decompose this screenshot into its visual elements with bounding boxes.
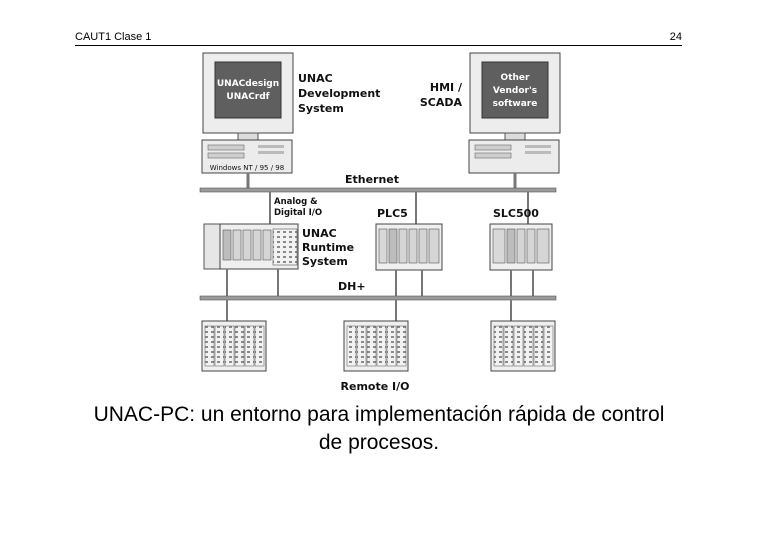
plc5-label: PLC5 <box>377 207 408 220</box>
hmi-label-line2: SCADA <box>420 96 463 109</box>
development-pc: UNACdesign UNACrdf Windows NT / 95 / 98 … <box>201 52 380 174</box>
screen-left-line1: UNACdesign <box>217 79 279 89</box>
plc5-rack: PLC5 <box>375 207 443 271</box>
analog-label-line1: Analog & <box>274 197 318 207</box>
header-rule <box>75 45 682 46</box>
ethernet-label: Ethernet <box>345 173 399 186</box>
ethernet-bus: Ethernet <box>199 173 557 224</box>
remote-io-rack-3 <box>490 320 556 372</box>
os-label: Windows NT / 95 / 98 <box>210 164 284 172</box>
dev-label-line2: Development <box>298 87 380 100</box>
caption-line-2: de procesos. <box>318 431 440 454</box>
hmi-label-line1: HMI / <box>430 81 463 94</box>
slc500-label: SLC500 <box>493 207 539 220</box>
screen-left-line2: UNACrdf <box>226 92 269 102</box>
runtime-rack: UNAC Runtime System <box>203 223 354 270</box>
slc500-rack: SLC500 <box>489 207 553 271</box>
runtime-label-line2: Runtime <box>302 241 354 254</box>
screen-right-line3: software <box>493 99 538 109</box>
remote-io-rack-1 <box>201 320 267 372</box>
runtime-label-line1: UNAC <box>302 227 337 240</box>
screen-right-line2: Vendor's <box>493 86 537 96</box>
dhplus-bus: DH+ <box>199 269 557 321</box>
network-diagram: UNACdesign UNACrdf Windows NT / 95 / 98 … <box>199 52 561 393</box>
remote-io-label: Remote I/O <box>341 380 410 393</box>
screen-right <box>481 61 549 119</box>
header-title: CAUT1 Clase 1 <box>75 31 152 43</box>
dhplus-label: DH+ <box>338 280 366 293</box>
caption-line-1: UNAC-PC: un entorno para implementación … <box>93 403 665 426</box>
screen-right-line1: Other <box>501 73 530 83</box>
dev-label-line1: UNAC <box>298 72 333 85</box>
hmi-pc: Other Vendor's software HMI / SCADA <box>420 52 561 174</box>
remote-io-rack-2 <box>343 320 409 372</box>
page-number: 24 <box>669 31 682 43</box>
analog-label-line2: Digital I/O <box>274 208 322 218</box>
runtime-label-line3: System <box>302 255 348 268</box>
dev-label-line3: System <box>298 102 344 115</box>
screen-left <box>214 61 282 119</box>
slide-caption: UNAC-PC: un entorno para implementación … <box>40 401 718 457</box>
